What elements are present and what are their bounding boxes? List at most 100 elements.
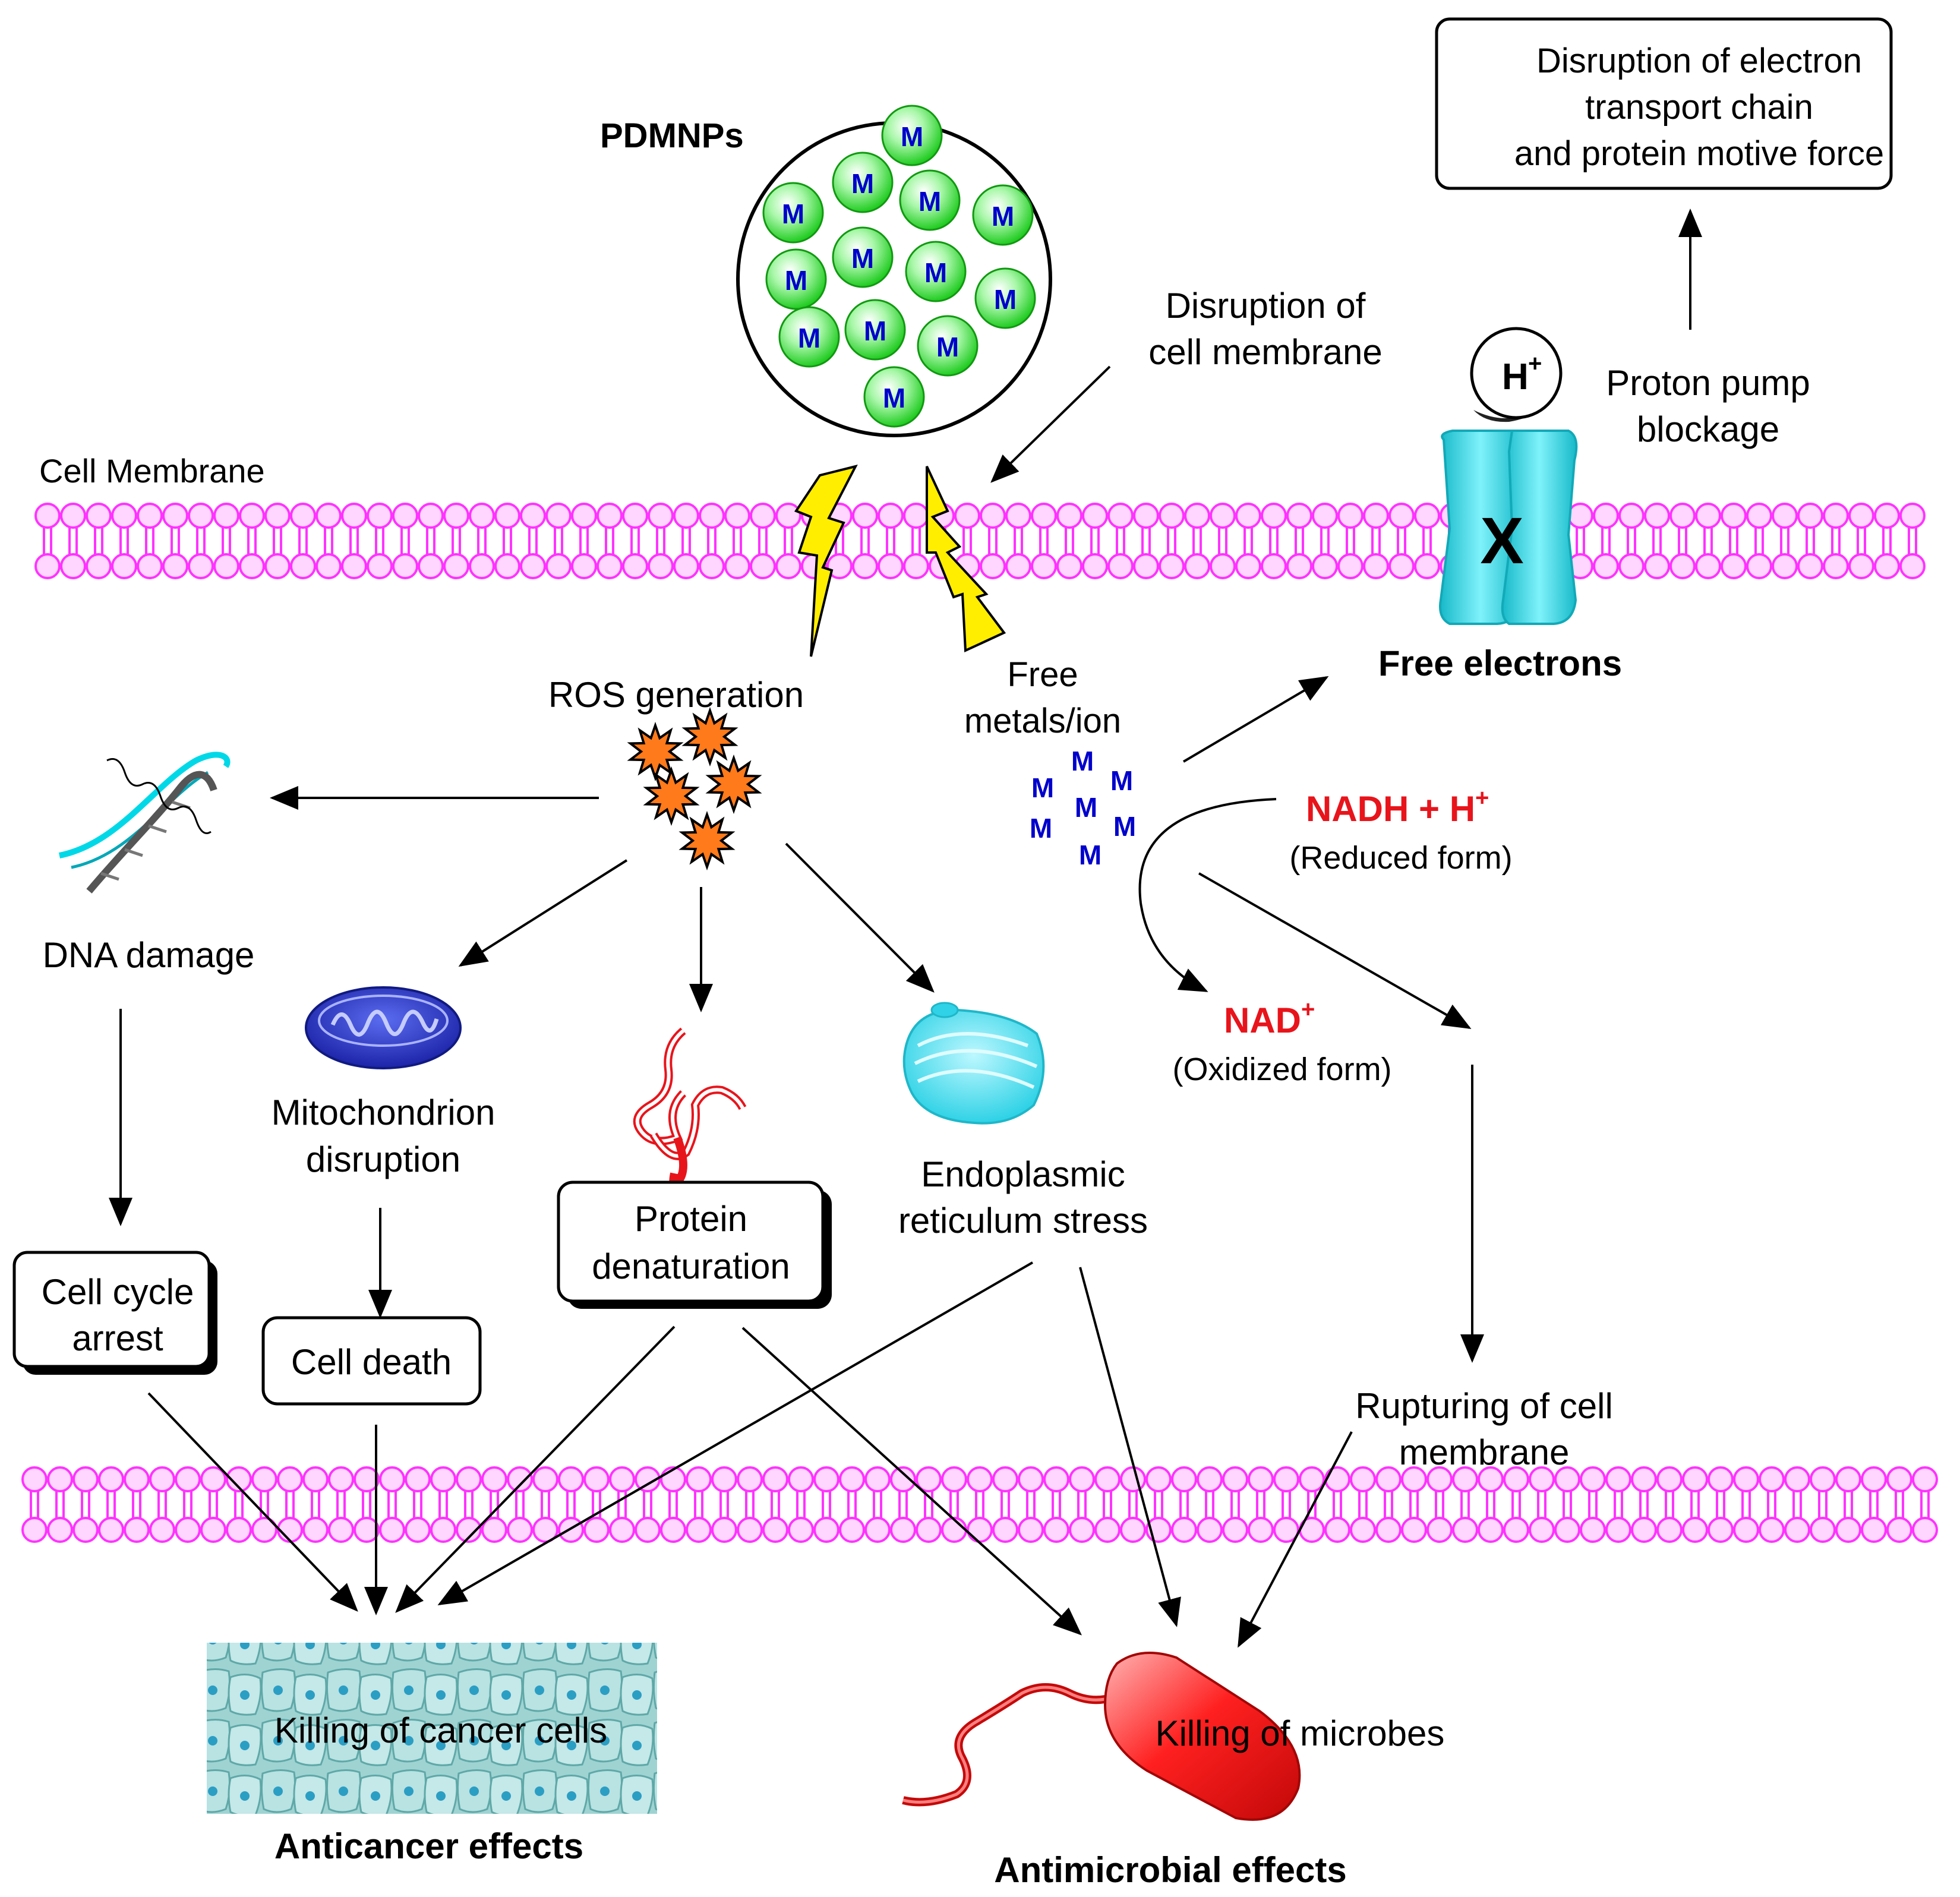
metal-ion: M <box>1030 813 1052 844</box>
metal-ion: M <box>1071 746 1094 777</box>
lower-membrane-lipid <box>251 1466 277 1543</box>
upper-membrane-lipid <box>443 503 469 579</box>
lower-membrane-lipid <box>1299 1466 1325 1543</box>
lower-membrane-lipid <box>405 1466 431 1543</box>
upper-membrane-lipid <box>903 503 929 579</box>
protein-denaturation-box: Protein denaturation <box>557 1181 832 1309</box>
metal-ion: M <box>1110 765 1133 796</box>
microbe-icon: Killing of microbes <box>902 1652 1444 1821</box>
upper-membrane-lipid <box>34 503 61 579</box>
nanoparticle: M <box>832 151 894 213</box>
cell-death-label: Cell death <box>291 1342 452 1382</box>
ros-burst-icon <box>678 810 736 871</box>
anticancer-label: Anticancer effects <box>274 1826 583 1866</box>
metal-ion: M <box>1031 772 1054 803</box>
nanoparticle: M <box>778 306 840 368</box>
lower-membrane-lipid <box>1452 1466 1478 1543</box>
upper-membrane-lipid <box>392 503 418 579</box>
etc-line3: and protein motive force <box>1514 134 1884 173</box>
lower-membrane-lipid <box>200 1466 226 1543</box>
lower-membrane-lipid <box>1478 1466 1504 1543</box>
upper-membrane-lipid <box>239 503 265 579</box>
killing-cancer-label: Killing of cancer cells <box>274 1710 607 1750</box>
upper-membrane-lipid <box>1823 503 1849 579</box>
metal-ion: M <box>1113 811 1136 842</box>
particle-letter: M <box>936 332 959 362</box>
ros-burst-icons <box>627 706 762 871</box>
lower-membrane-lipid <box>1861 1466 1887 1543</box>
nad-label: NAD+ <box>1224 996 1315 1040</box>
nanoparticle: M <box>917 315 979 377</box>
upper-membrane-lipid <box>878 503 904 579</box>
lower-membrane-lipid <box>1222 1466 1248 1543</box>
lower-membrane-lipid <box>1018 1466 1044 1543</box>
lower-membrane <box>21 1466 1938 1543</box>
upper-membrane-lipid <box>1772 503 1798 579</box>
nad-form: (Oxidized form) <box>1172 1052 1391 1087</box>
metal-ion: M <box>1079 839 1101 870</box>
lower-membrane-lipid <box>1375 1466 1402 1543</box>
protein-line1: Protein <box>635 1199 747 1239</box>
lower-membrane-lipid <box>1912 1466 1938 1543</box>
upper-membrane-lipid <box>980 503 1006 579</box>
lower-membrane-lipid <box>1426 1466 1453 1543</box>
lower-membrane-lipid <box>1324 1466 1350 1543</box>
er-icon <box>902 1002 1045 1125</box>
particle-letter: M <box>798 323 820 353</box>
lower-membrane-lipid <box>124 1466 150 1543</box>
upper-membrane-lipid <box>596 503 623 579</box>
lower-membrane-lipid <box>992 1466 1018 1543</box>
arrow-er-to-cancer <box>437 1261 1033 1605</box>
upper-membrane-lipid <box>1261 503 1287 579</box>
upper-membrane-lipid <box>137 503 163 579</box>
arrow-to-membrane <box>990 365 1111 483</box>
upper-membrane-lipid <box>1286 503 1312 579</box>
ros-burst-icon <box>627 721 684 782</box>
upper-membrane-lipid <box>1312 503 1338 579</box>
lower-membrane-lipid <box>226 1466 252 1543</box>
proton-icon: H + <box>1470 327 1563 422</box>
upper-membrane-lipid <box>648 503 674 579</box>
lower-membrane-lipid <box>507 1466 533 1543</box>
upper-membrane-lipid <box>162 503 188 579</box>
nanoparticle: M <box>762 182 824 244</box>
lower-membrane-lipid <box>532 1466 558 1543</box>
particle-letter: M <box>994 284 1017 315</box>
lower-membrane-lipid <box>916 1466 942 1543</box>
upper-membrane-lipid <box>418 503 444 579</box>
upper-membrane-lipid <box>1082 503 1108 579</box>
lower-membrane-lipid <box>686 1466 712 1543</box>
upper-membrane-lipid <box>1388 503 1415 579</box>
nadh-form: (Reduced form) <box>1289 840 1512 876</box>
upper-membrane-lipid <box>1618 503 1645 579</box>
proton-symbol: H <box>1502 356 1529 397</box>
upper-membrane-lipid <box>673 503 699 579</box>
lower-membrane-lipid <box>813 1466 839 1543</box>
ros-burst-icon <box>705 754 762 815</box>
upper-membrane-lipid <box>1337 503 1364 579</box>
nanoparticle-title: PDMNPs <box>600 116 744 155</box>
rupture-line2: membrane <box>1399 1432 1570 1472</box>
upper-membrane-lipid <box>1644 503 1670 579</box>
nadh-to-nad-arrow <box>1138 798 1277 992</box>
pump-blockage-line1: Proton pump <box>1606 363 1810 403</box>
ros-burst-icon <box>681 706 738 767</box>
lower-membrane-lipid <box>1580 1466 1606 1543</box>
lower-membrane-lipid <box>481 1466 507 1543</box>
mito-line2: disruption <box>306 1140 460 1179</box>
free-metals-line2: metals/ion <box>964 702 1121 740</box>
proton-pump-channel: X <box>1439 430 1578 625</box>
lower-membrane-lipid <box>1350 1466 1376 1543</box>
nad-sup: + <box>1301 996 1315 1022</box>
lower-membrane-lipid <box>1886 1466 1912 1543</box>
upper-membrane-lipid <box>367 503 393 579</box>
particle-letter: M <box>785 265 807 296</box>
upper-membrane-lipid <box>852 503 878 579</box>
lower-membrane-lipid <box>149 1466 175 1543</box>
lower-membrane-lipid <box>1554 1466 1580 1543</box>
upper-membrane-lipid <box>622 503 648 579</box>
antimicrobial-label: Antimicrobial effects <box>994 1850 1346 1890</box>
lower-membrane-lipid <box>1120 1466 1146 1543</box>
